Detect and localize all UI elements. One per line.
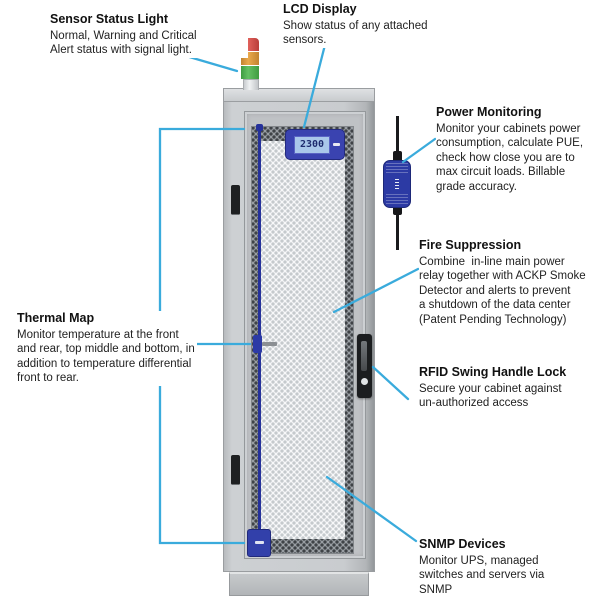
handle-lever-slot <box>361 341 367 371</box>
callout-snmp-devices: SNMP Devices Monitor UPS, managed switch… <box>419 537 584 598</box>
lcd-display-device: 2300 <box>285 129 345 160</box>
inline-power-meter <box>383 160 411 208</box>
signal-light-green <box>241 66 259 79</box>
callout-line-power-monitoring <box>401 137 437 164</box>
power-meter-logo <box>395 179 399 190</box>
handle-lock-button <box>361 378 368 385</box>
callout-body: Monitor temperature at the front and rea… <box>17 329 195 385</box>
cabinet-top-band <box>224 89 374 102</box>
callout-body: Monitor your cabinets power consumption,… <box>436 123 584 193</box>
door-hinge-top <box>231 185 240 215</box>
callout-lcd-display: LCD Display Show status of any attached … <box>283 2 473 48</box>
server-cabinet: 2300 <box>223 88 375 572</box>
callout-title: Fire Suppression <box>419 238 522 252</box>
callout-body: Secure your cabinet against un-authorize… <box>419 383 562 410</box>
perforated-mesh <box>251 126 354 554</box>
callout-title: LCD Display <box>283 2 357 16</box>
callout-fire-suppression: Fire Suppression Combine in-line main po… <box>419 238 599 328</box>
callout-sensor-status-light: Sensor Status Light Normal, Warning and … <box>50 12 248 58</box>
cabinet-base <box>229 572 369 596</box>
snmp-device-dash <box>255 541 264 544</box>
callout-title: Power Monitoring <box>436 105 542 119</box>
perforated-mesh-inner <box>260 141 345 539</box>
power-meter-top-connector <box>393 151 402 163</box>
callout-power-monitoring: Power Monitoring Monitor your cabinets p… <box>436 105 598 195</box>
callout-line-snmp-devices <box>325 475 418 543</box>
callout-line-sensor-status <box>184 54 239 73</box>
callout-line-rfid-lock <box>371 365 410 401</box>
thermal-sensor-cable <box>258 127 261 531</box>
callout-title: RFID Swing Handle Lock <box>419 365 567 379</box>
mid-thermal-sensor-pin <box>262 342 277 346</box>
power-meter-bottom-connector <box>393 203 402 215</box>
signal-light-pole <box>243 79 259 90</box>
callout-body: Combine in-line main power relay togethe… <box>419 256 586 326</box>
callout-body: Monitor UPS, managed switches and server… <box>419 555 545 596</box>
rfid-swing-handle <box>357 334 372 398</box>
callout-line-lcd-display <box>302 35 329 129</box>
callout-line-fire-suppression <box>332 267 420 314</box>
callout-body: Show status of any attached sensors. <box>283 20 428 47</box>
callout-title: Thermal Map <box>17 311 95 325</box>
snmp-sensor-device <box>247 529 271 557</box>
callout-rfid-swing-handle-lock: RFID Swing Handle Lock Secure your cabin… <box>419 365 594 411</box>
mid-thermal-sensor <box>253 335 262 353</box>
callout-title: Sensor Status Light <box>50 12 169 26</box>
door-hinge-bottom <box>231 455 240 485</box>
thermal-sensor-cable-top-connector <box>256 124 263 131</box>
callout-title: SNMP Devices <box>419 537 506 551</box>
lcd-screen: 2300 <box>294 136 330 154</box>
callout-body: Normal, Warning and Critical Alert statu… <box>50 30 197 57</box>
lcd-button <box>333 143 340 146</box>
callout-thermal-map: Thermal Map Monitor temperature at the f… <box>17 311 197 386</box>
